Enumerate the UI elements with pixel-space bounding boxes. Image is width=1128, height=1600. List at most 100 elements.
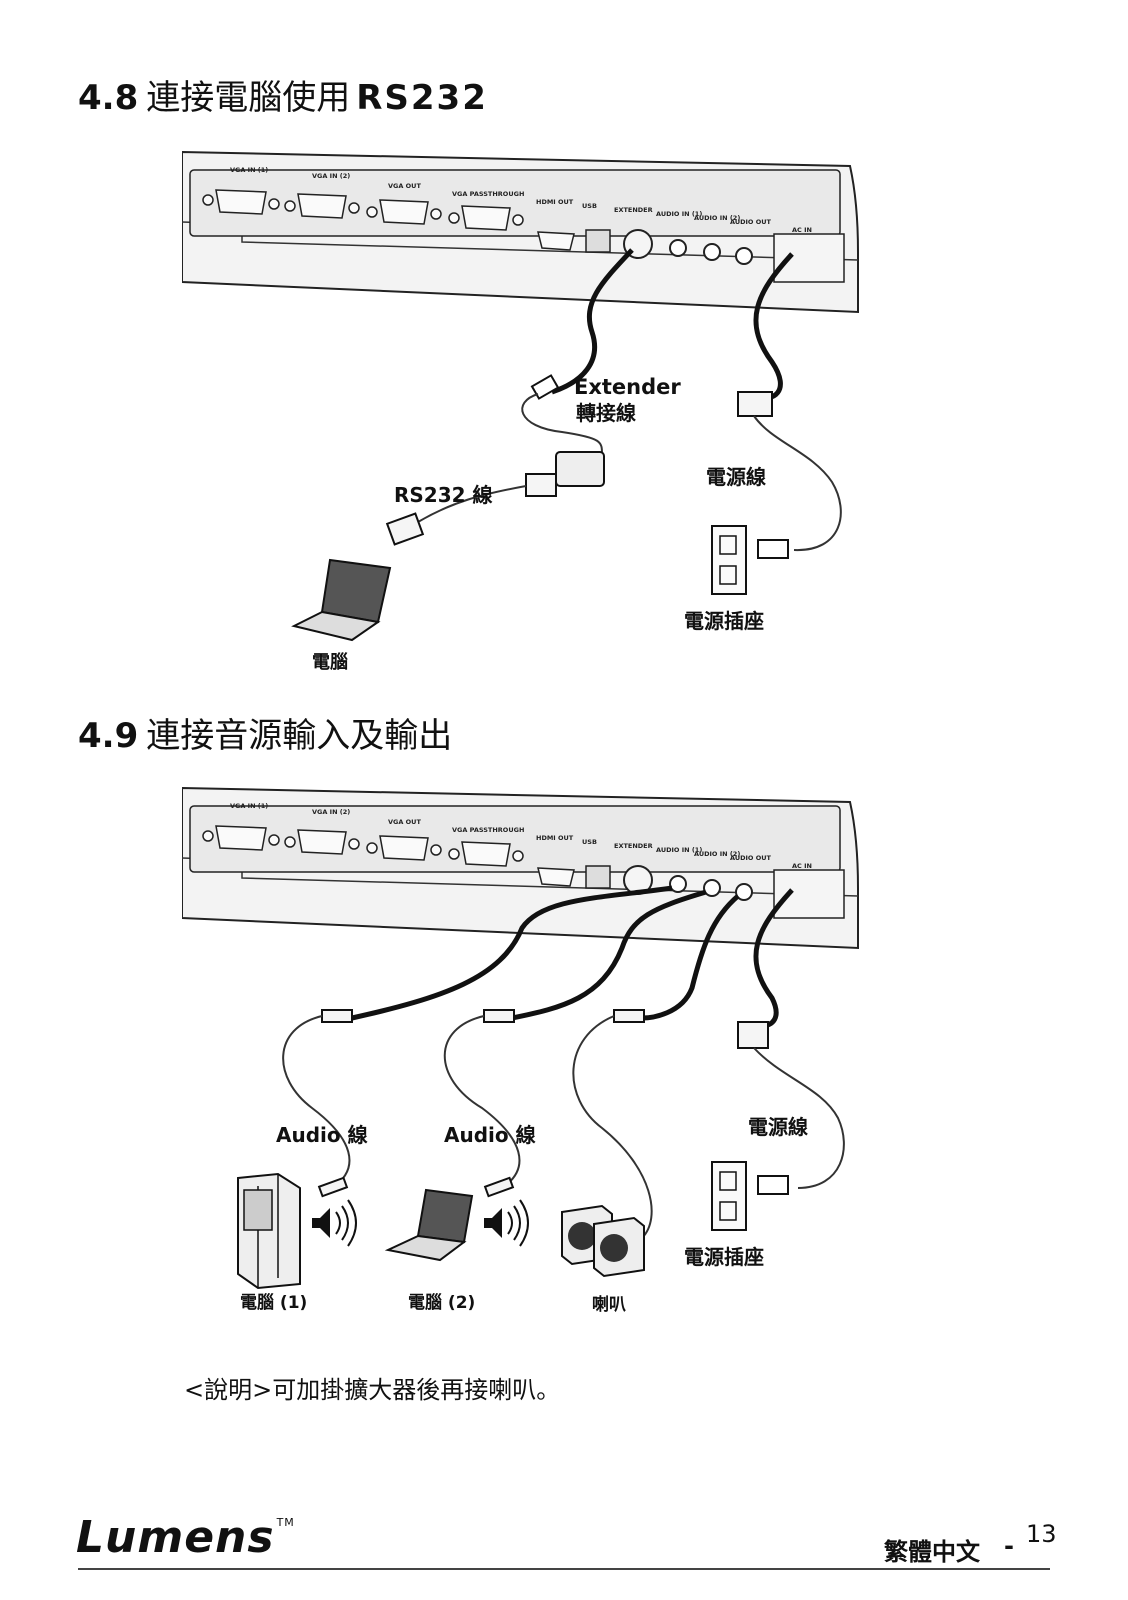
speaker-label: 喇叭 [592,1294,626,1315]
audio-connection-figure: VGA IN (1) VGA IN (2) VGA OUT VGA PASSTH… [182,778,870,1318]
port-strip [189,169,841,237]
port-label-usb: USB [582,838,597,846]
port-label-usb: USB [582,202,597,210]
trademark-mark: TM [276,1516,295,1529]
hdmi-port [537,867,575,887]
extender-thin-cable [521,393,603,455]
section-number: 4.9 [78,716,139,756]
wall-outlet-icon [711,525,789,595]
port-label-vga-in-1: VGA IN (1) [230,166,268,174]
port-label-audio-out: AUDIO OUT [730,218,772,226]
extender-label: Extender [574,375,681,399]
port-label-ac-in: AC IN [792,862,812,870]
hdmi-port [537,231,575,251]
rs232-connector [525,473,557,497]
audio-cable-1 [351,885,673,1021]
extender-cable [551,248,634,395]
computer-label: 電腦 [312,651,348,673]
page-number: 13 [1026,1520,1057,1548]
rs232-plug [385,512,425,546]
port-label-vga-in-2: VGA IN (2) [312,172,350,180]
section-title: 連接電腦使用 [146,78,351,118]
computer2-label: 電腦 (2) [408,1292,475,1313]
speakers-icon [561,1204,645,1278]
power-cord [753,1047,845,1189]
port-strip [189,805,841,873]
power-cable [753,888,794,1029]
extender-plug [530,374,560,400]
sound-waves-icon-1 [312,1199,357,1247]
footer-divider [78,1568,1050,1570]
audio-in-1-jack [669,875,687,893]
audio-plug-pc2 [483,1176,515,1198]
power-plug [737,1021,769,1049]
power-cord [753,415,842,552]
speaker-cord [572,1015,653,1239]
section-title: 連接音源輸入及輸出 [146,716,453,756]
audio-cord-2 [443,1015,521,1189]
vga-ports [202,189,524,231]
port-label-hdmi-out: HDMI OUT [536,198,574,206]
extender-label-zh: 轉接線 [576,401,636,425]
audio-out-jack [735,247,753,265]
rs232-diagram: VGA IN (1) VGA IN (2) VGA OUT VGA PASSTH… [182,150,859,673]
port-label-hdmi-out: HDMI OUT [536,834,574,842]
audio-cable-2 [511,889,707,1021]
audio-in-2-jack [703,243,721,261]
audio-cord-1 [282,1015,351,1189]
audio-plug-1 [321,1009,353,1023]
note-text: <說明>可加掛擴大器後再接喇叭。 [184,1376,561,1404]
wall-outlet-icon [711,1161,789,1231]
port-label-vga-out: VGA OUT [388,818,421,826]
audio-plug-3 [613,1009,645,1023]
port-label-audio-in-2: AUDIO IN (2) [694,214,740,222]
port-label-audio-in-1: AUDIO IN (1) [656,210,702,218]
port-label-audio-out: AUDIO OUT [730,854,772,862]
audio-cable-label-1: Audio 線 [276,1123,368,1147]
port-label-extender: EXTENDER [614,206,653,214]
audio-plug-pc1 [317,1176,349,1198]
port-label-ac-in: AC IN [792,226,812,234]
laptop-icon [384,1188,474,1262]
outlet-label: 電源插座 [684,1245,764,1269]
rs232-connection-figure: VGA IN (1) VGA IN (2) VGA OUT VGA PASSTH… [182,142,870,682]
audio-in-1-jack [669,239,687,257]
section-number: 4.8 [78,78,139,118]
audio-in-2-jack [703,879,721,897]
power-cable-label: 電源線 [748,1115,808,1139]
port-label-vga-in-1: VGA IN (1) [230,802,268,810]
audio-out-jack [735,883,753,901]
port-label-vga-passthrough: VGA PASSTHROUGH [452,826,524,834]
rs232-cable [417,485,527,523]
power-cable-label: 電源線 [706,465,766,489]
sound-waves-icon-2 [484,1199,529,1247]
logo-text: Lumens [76,1512,275,1563]
laptop-icon [291,558,392,642]
ac-in-socket [773,233,845,283]
port-label-vga-passthrough: VGA PASSTHROUGH [452,190,524,198]
extender-adapter [555,451,605,487]
desktop-tower-icon [237,1172,301,1290]
outlet-label: 電源插座 [684,609,764,633]
port-label-extender: EXTENDER [614,842,653,850]
usb-port [585,229,611,253]
usb-port [585,865,611,889]
ac-in-socket [773,869,845,919]
port-label-audio-in-1: AUDIO IN (1) [656,846,702,854]
power-plug [737,391,773,417]
port-label-vga-out: VGA OUT [388,182,421,190]
audio-out-cable [641,894,740,1021]
computer1-label: 電腦 (1) [240,1292,307,1313]
port-label-vga-in-2: VGA IN (2) [312,808,350,816]
footer-dash: - [1004,1532,1014,1560]
section-title-latin: RS232 [356,78,488,118]
port-label-audio-in-2: AUDIO IN (2) [694,850,740,858]
rs232-cable-label: RS232 線 [394,483,493,507]
footer-language: 繁體中文 [884,1538,980,1566]
audio-plug-2 [483,1009,515,1023]
audio-cable-label-2: Audio 線 [444,1123,536,1147]
audio-diagram: VGA IN (1) VGA IN (2) VGA OUT VGA PASSTH… [182,786,859,1315]
